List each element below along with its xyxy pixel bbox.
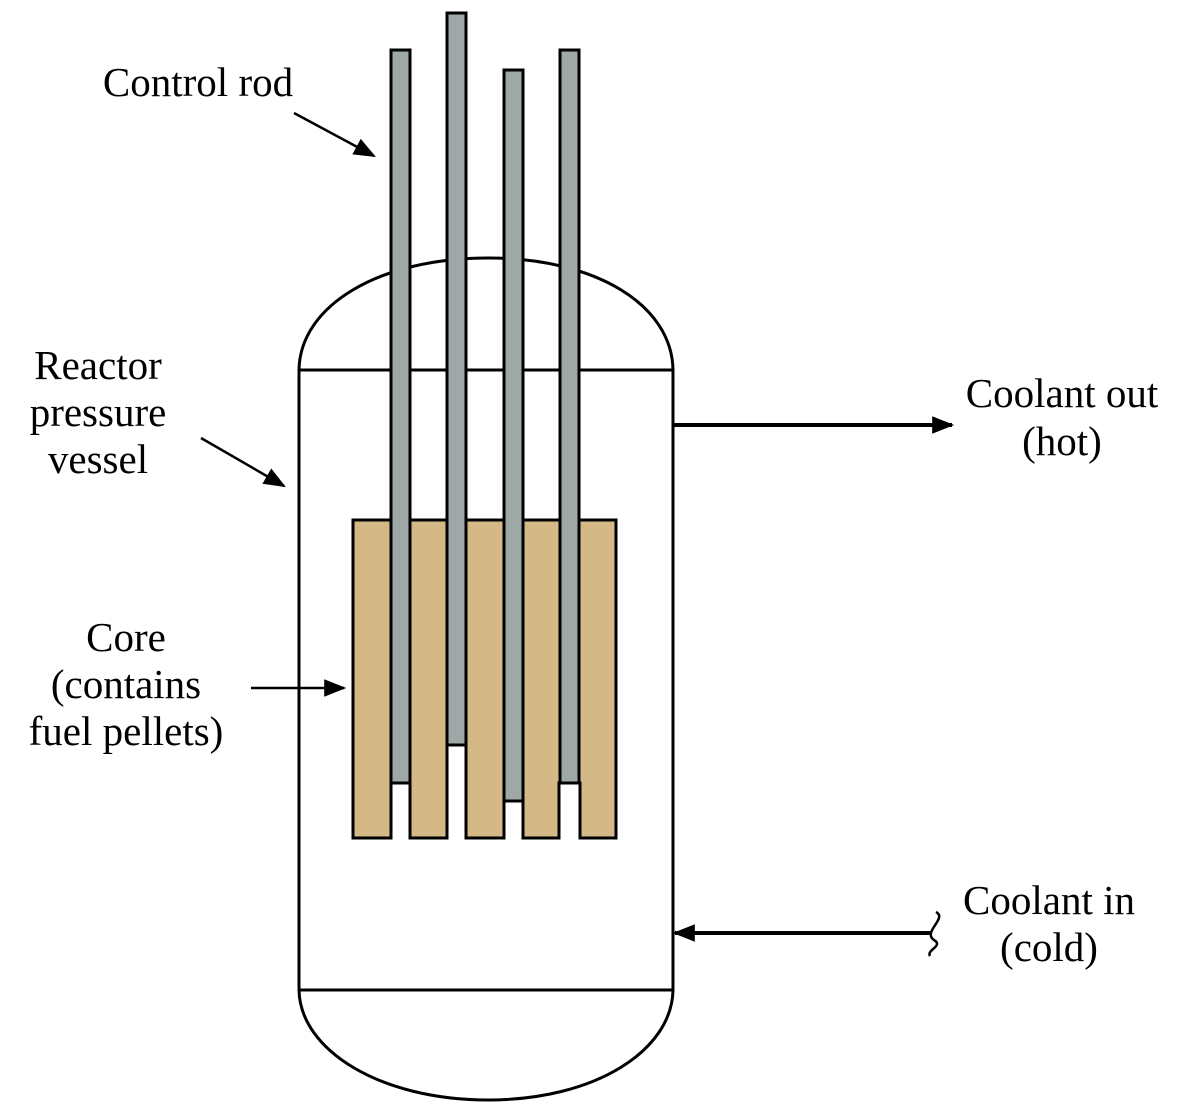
vessel-label: Reactor pressure vessel xyxy=(30,342,167,482)
coolant-in-label-line: (cold) xyxy=(1000,924,1098,970)
core-label-line: (contains xyxy=(51,661,201,707)
vessel-label-line: Reactor xyxy=(34,342,162,388)
coolant-in-label-line: Coolant in xyxy=(963,877,1135,923)
core-label-line: fuel pellets) xyxy=(29,708,224,754)
control-rods xyxy=(389,11,581,803)
core-label: Core (contains fuel pellets) xyxy=(29,614,224,754)
vessel-label-line: vessel xyxy=(48,436,148,482)
control-rod xyxy=(502,68,525,803)
control-rod xyxy=(558,48,581,785)
control-rod xyxy=(445,11,468,747)
vessel-leader-arrow xyxy=(200,436,286,488)
control-rod xyxy=(389,48,412,785)
control-rod-label: Control rod xyxy=(103,59,293,105)
core-label-line: Core xyxy=(86,614,166,660)
vessel-label-line: pressure xyxy=(30,389,167,435)
coolant-out-label-line: (hot) xyxy=(1022,418,1102,464)
coolant-in-label: Coolant in (cold) xyxy=(963,877,1135,970)
control-rod-leader-arrow xyxy=(293,111,376,158)
coolant-out-label-line: Coolant out xyxy=(966,370,1159,416)
coolant-out-label: Coolant out (hot) xyxy=(966,370,1159,464)
coolant-in-break-mark xyxy=(928,910,941,957)
